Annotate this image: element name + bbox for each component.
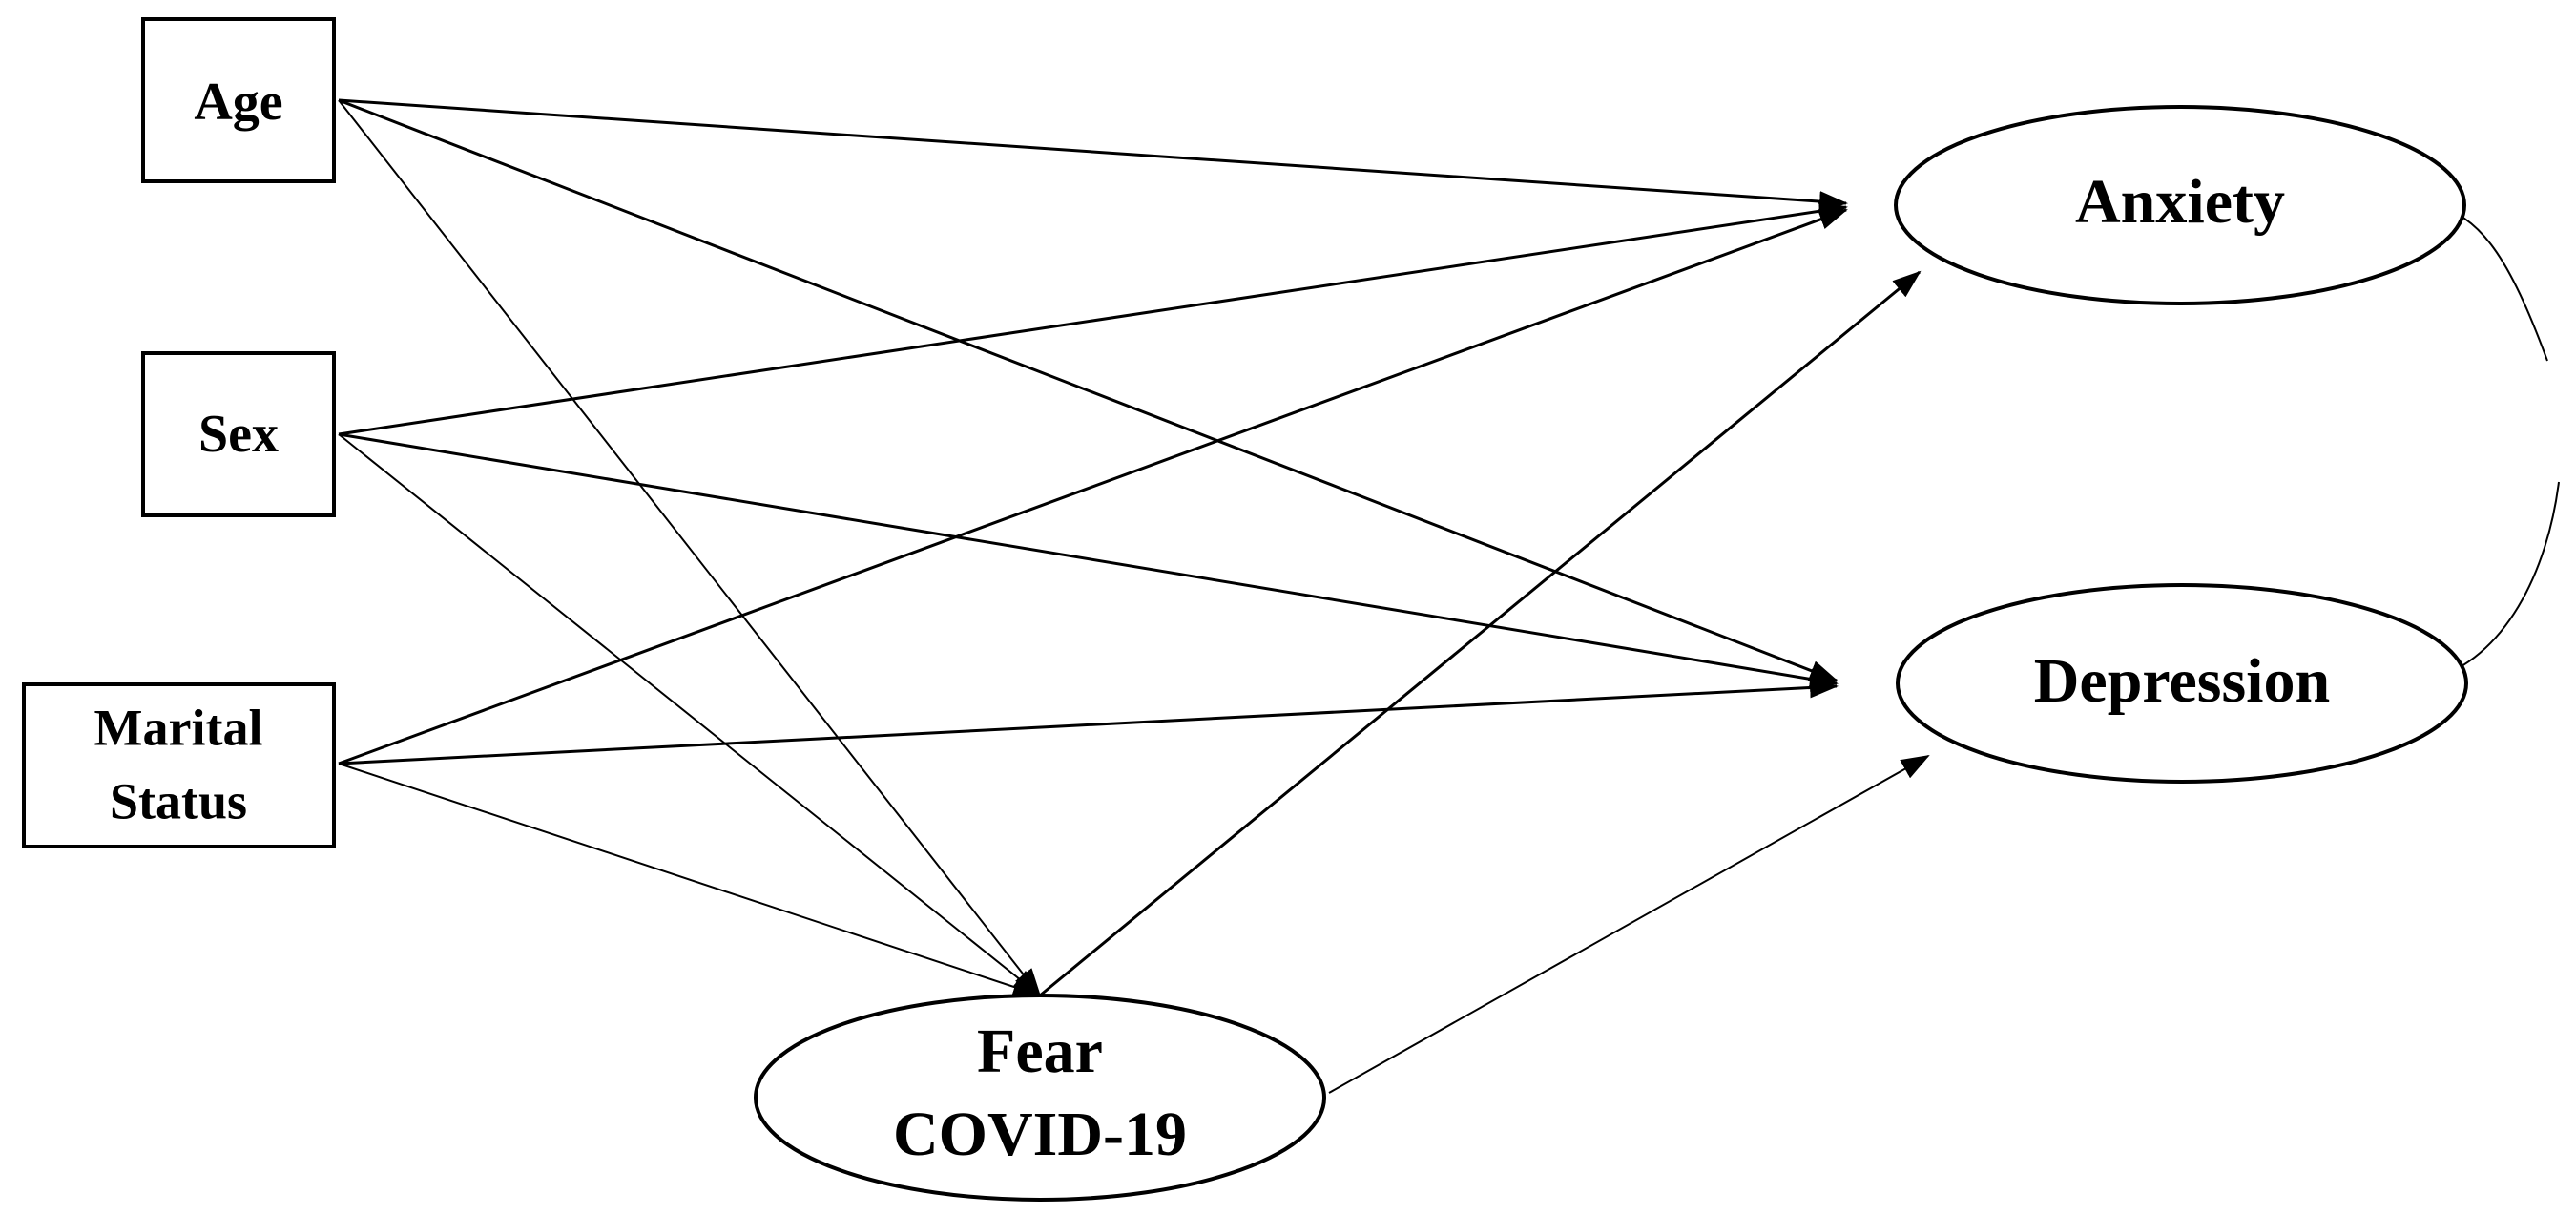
node-age-label: Age bbox=[194, 73, 282, 132]
node-sex-label: Sex bbox=[198, 405, 279, 464]
edge-sex-to-fear bbox=[338, 433, 1042, 997]
edge-marital-to-fear bbox=[338, 763, 1042, 997]
node-depression: Depression bbox=[1896, 583, 2468, 784]
edge-sex-to-anxiety bbox=[338, 200, 1848, 436]
edge-marital-to-anxiety bbox=[338, 208, 1848, 765]
node-fear-label-line-1: Fear bbox=[977, 1016, 1103, 1086]
edge-fear-to-anxiety bbox=[1039, 270, 1922, 997]
node-fear-covid-19: Fear COVID-19 bbox=[754, 994, 1326, 1202]
edge-age-to-fear bbox=[338, 99, 1042, 997]
edge-marital-to-depression bbox=[338, 677, 1839, 765]
node-marital-label-line-2: Status bbox=[110, 772, 247, 829]
node-sex: Sex bbox=[141, 351, 336, 517]
node-depression-label: Depression bbox=[2034, 646, 2330, 716]
edge-age-to-anxiety bbox=[338, 98, 1848, 213]
edge-age-to-depression bbox=[338, 98, 1839, 682]
node-anxiety: Anxiety bbox=[1894, 105, 2466, 305]
edges-layer bbox=[338, 98, 1930, 1094]
node-anxiety-label: Anxiety bbox=[2075, 167, 2285, 237]
node-fear-label-line-2: COVID-19 bbox=[893, 1100, 1187, 1169]
edge-fear-to-depression bbox=[1328, 755, 1930, 1094]
node-marital-label-line-1: Marital bbox=[94, 699, 263, 756]
node-age: Age bbox=[141, 17, 336, 183]
edge-sex-to-depression bbox=[338, 432, 1839, 690]
node-marital-status: Marital Status bbox=[22, 682, 336, 848]
